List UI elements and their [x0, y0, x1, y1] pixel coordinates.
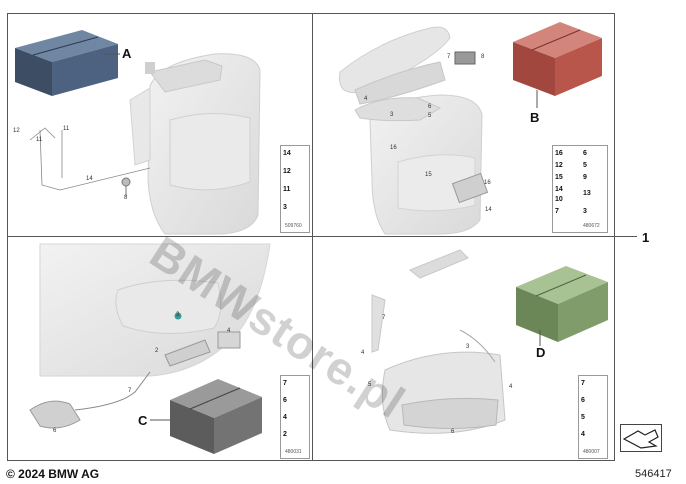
- image-number: 546417: [635, 468, 672, 480]
- legend-caption: 480031: [285, 449, 302, 455]
- legend-item: 7: [283, 380, 287, 387]
- lock-assembly-bottom-left: [29, 331, 241, 429]
- callout: 4: [364, 96, 368, 102]
- legend-item: 5: [581, 414, 585, 421]
- trim-top-right: [354, 97, 442, 122]
- callout: 16: [484, 180, 491, 186]
- legend-caption: 509760: [285, 223, 302, 229]
- cable-top-left: [29, 127, 151, 191]
- label-a: A: [122, 46, 132, 61]
- callout: 8: [481, 54, 485, 60]
- callout: 5: [368, 382, 372, 388]
- callout: 6: [53, 428, 57, 434]
- callout: 15: [425, 172, 432, 178]
- screw-8-top-left: [121, 177, 131, 196]
- callout: 3: [176, 312, 180, 318]
- legend-item: 3: [583, 208, 587, 215]
- legend-item: 12: [555, 162, 563, 169]
- next-arrow-icon[interactable]: [620, 424, 662, 452]
- legend-bottom-right: 7 6 5 4 480007: [578, 375, 608, 459]
- legend-item: 11: [283, 186, 291, 193]
- legend-top-right: 16 6 12 5 15 9 14 10 13 7 3 480672: [552, 145, 608, 233]
- assembly-leader-line: [615, 236, 637, 237]
- tailgate-top-right: [369, 94, 489, 235]
- legend-item: 6: [583, 150, 587, 157]
- part-8-top-right: [454, 51, 476, 65]
- vertical-divider: [312, 13, 313, 461]
- legend-top-left: 14 12 11 3 509760: [280, 145, 310, 233]
- box-a: [15, 30, 118, 96]
- box-c: [170, 379, 262, 454]
- callout: 4: [227, 328, 231, 334]
- legend-item: 2: [283, 431, 287, 438]
- legend-item: 9: [583, 174, 587, 181]
- legend-item: 12: [283, 168, 291, 175]
- legend-item: 10: [555, 196, 563, 203]
- callout: 12: [13, 128, 20, 134]
- callout: 3: [390, 112, 394, 118]
- callout: 3: [466, 344, 470, 350]
- box-d: [516, 266, 608, 342]
- callout: 14: [86, 176, 93, 182]
- copyright: © 2024 BMW AG: [6, 467, 100, 481]
- callout: 6: [451, 429, 455, 435]
- callout: 11: [36, 137, 43, 143]
- legend-item: 7: [555, 208, 559, 215]
- legend-bottom-left: 7 6 4 2 480031: [280, 375, 310, 459]
- inner-trim-bottom-right: [371, 249, 506, 434]
- legend-item: 5: [583, 162, 587, 169]
- diagram-frame: [7, 13, 615, 461]
- callout: 6: [428, 104, 432, 110]
- legend-item: 14: [555, 186, 563, 193]
- label-c: C: [138, 413, 148, 428]
- legend-item: 4: [581, 431, 585, 438]
- label-d: D: [536, 345, 546, 360]
- callout: 14: [485, 207, 492, 213]
- callout: 4: [509, 384, 513, 390]
- legend-item: 4: [283, 414, 287, 421]
- arrow-icon-graphic: [622, 429, 659, 449]
- legend-caption: 480672: [583, 223, 600, 229]
- callout: 8: [124, 195, 128, 201]
- tailgate-top-left: [129, 53, 261, 235]
- legend-item: 6: [581, 397, 585, 404]
- legend-item: 14: [283, 150, 291, 157]
- spoiler-top-right: [338, 26, 451, 105]
- callout: 2: [155, 348, 159, 354]
- assembly-number: 1: [642, 230, 650, 245]
- legend-item: 15: [555, 174, 563, 181]
- legend-caption: 480007: [583, 449, 600, 455]
- part-3-highlight: [174, 312, 182, 320]
- horizontal-divider: [7, 236, 615, 237]
- legend-item: 6: [283, 397, 287, 404]
- callout: 5: [428, 113, 432, 119]
- callout: 11: [63, 126, 70, 132]
- callout: 16: [390, 145, 397, 151]
- callout: 7: [128, 388, 132, 394]
- legend-item: 16: [555, 150, 563, 157]
- tailgate-bottom-left: [39, 243, 271, 377]
- legend-item: 7: [581, 380, 585, 387]
- callout: 7: [447, 54, 451, 60]
- callout: 4: [361, 350, 365, 356]
- label-b: B: [530, 110, 540, 125]
- legend-item: 3: [283, 204, 287, 211]
- legend-item: 13: [583, 190, 591, 197]
- box-b: [513, 22, 602, 96]
- callout: 7: [382, 315, 386, 321]
